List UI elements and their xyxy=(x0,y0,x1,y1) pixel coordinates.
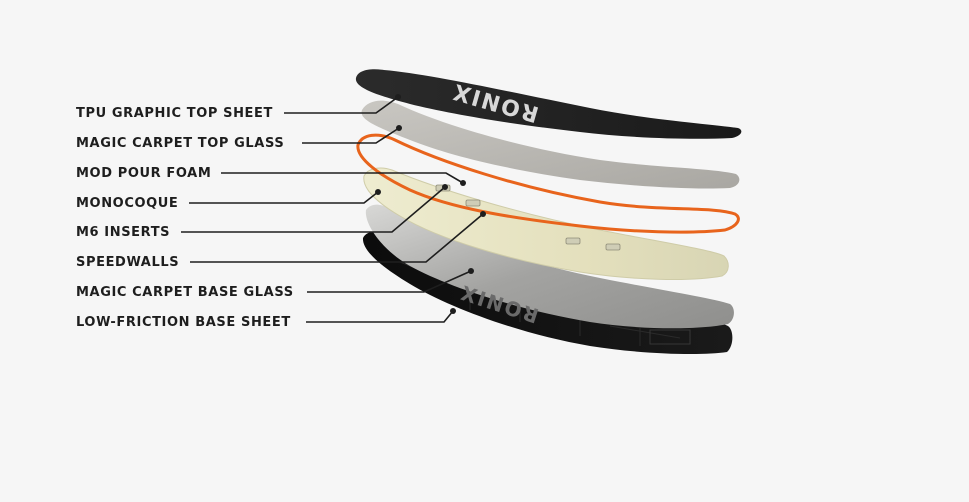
label-magic-carpet-top-glass: MAGIC CARPET TOP GLASS xyxy=(76,136,285,151)
leader-line-monocoque xyxy=(189,191,379,204)
label-tpu-graphic-top-sheet: TPU GRAPHIC TOP SHEET xyxy=(76,106,273,121)
leader-line-base-glass xyxy=(307,270,472,293)
speedwalls-layer xyxy=(356,133,740,234)
base-glass-layer xyxy=(365,204,734,329)
label-low-friction-base-sheet: LOW-FRICTION BASE SHEET xyxy=(76,315,291,330)
label-monocoque: MONOCOQUE xyxy=(76,196,179,211)
leader-line-foam xyxy=(221,172,464,184)
label-speedwalls: SPEEDWALLS xyxy=(76,255,180,270)
leader-line-top-sheet xyxy=(284,96,399,114)
leader-line-speedwalls xyxy=(190,213,484,263)
leader-dots xyxy=(375,94,486,314)
label-m6-inserts: M6 INSERTS xyxy=(76,225,171,240)
top-sheet-layer xyxy=(355,69,742,139)
label-magic-carpet-base-glass: MAGIC CARPET BASE GLASS xyxy=(76,285,294,300)
leader-line-m6 xyxy=(181,186,446,233)
top-glass-layer xyxy=(361,100,740,189)
leader-line-base-sheet xyxy=(306,310,454,323)
label-mod-pour-foam: MOD POUR FOAM xyxy=(76,166,212,181)
leader-lines xyxy=(181,96,484,323)
leader-line-top-glass xyxy=(302,127,400,144)
